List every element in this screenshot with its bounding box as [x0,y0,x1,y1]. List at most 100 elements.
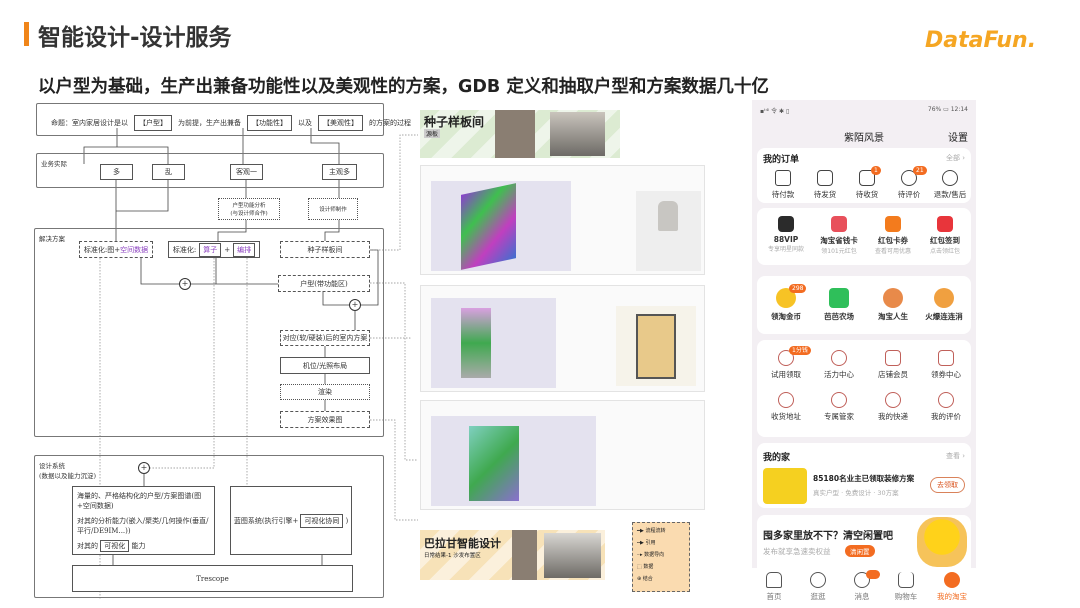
orders-all-link[interactable]: 全部 › [945,154,965,162]
group-label: 业务实际 [41,160,67,168]
label: 店铺会员 [878,370,908,379]
service-vitality[interactable]: 活力中心 [814,350,864,380]
avatar-icon [883,288,903,308]
premise-prefix: 命题：室内家居设计是以 [51,119,128,127]
tab-messages[interactable]: 消息 [840,570,884,602]
home-more-link[interactable]: 查看 › [945,452,965,460]
my-home-card: 我的家 查看 › 85180名业主已领取装修方案 真实户型 · 免费设计 · 3… [757,443,971,508]
seed-title: 种子样板间 [424,115,485,129]
text: + [224,245,231,254]
node-camera-lighting: 机位/光照布局 [280,357,370,374]
seed-tag: 源板 [424,129,441,138]
seed-room-card: 种子样板间 源板 [420,110,620,158]
order-refund[interactable]: 退款/售后 [929,170,971,200]
idle-desc: 发布就享急速卖权益 [763,547,831,556]
title: 红包签到 [930,236,960,245]
status-icons: ▪ᵗ⁴ˡ 令 ✱ ▯ [760,108,790,115]
node-seed-room: 种子样板间 [280,241,370,258]
promo-badge: 1分钱 [789,346,811,355]
room-photo [550,112,605,156]
game-farm[interactable]: 芭芭农场 [813,288,865,322]
design-system-group: 设计系统 (数据以及能力沉淀) [34,455,384,598]
tab-home[interactable]: 首页 [752,572,796,602]
location-icon [778,392,794,408]
tab-my-taobao[interactable]: 我的淘宝 [928,572,976,602]
barragan-title: 巴拉甘智能设计 [424,537,501,550]
title: 淘宝省钱卡 [820,236,858,245]
service-butler[interactable]: 专属管家 [814,392,864,422]
service-membership[interactable]: 店铺会员 [868,350,918,380]
orchestration-tag: 编排 [233,242,256,257]
settings-button[interactable]: 设置 [948,133,968,144]
legend-label: 流程流转 [645,528,666,534]
label: 待发货 [813,190,837,199]
label: 待付款 [771,190,795,199]
text: 标准化:图+ [83,245,121,254]
order-to-review[interactable]: 待评价 21 [889,166,929,200]
delivery-icon [885,392,901,408]
text: 能力 [131,542,146,550]
highlight: 空间数据 [120,245,149,254]
label: 待评价 [897,190,921,199]
truck-icon [859,170,875,186]
order-pending-payment[interactable]: 待付款 [763,170,803,200]
business-group: 业务实际 [36,153,384,188]
label: 火爆连连消 [925,312,963,321]
idle-title: 囤多家里放不下？清空闲置吧 [763,531,893,542]
service-address[interactable]: 收货地址 [761,392,811,422]
premise-text: 为前提，生产出兼备 [178,119,241,127]
service-reviews[interactable]: 我的评价 [921,392,971,422]
taobao-phone-screen: ▪ᵗ⁴ˡ 令 ✱ ▯ 76% ▭ 12:14 紫陌风景 设置 我的订单 全部 ›… [752,100,976,605]
orders-title: 我的订单 [763,155,800,165]
tab-browse[interactable]: 逛逛 [796,572,840,602]
bottom-tab-bar: 首页 逛逛 消息 购物车 我的淘宝 [752,568,976,605]
game-match[interactable]: 火爆连连消 [917,288,971,322]
service-coupons[interactable]: 领券中心 [921,350,971,380]
label: 逛逛 [810,592,826,601]
claim-button[interactable]: 去领取 [930,477,965,493]
trescope-box: Trescope [72,565,353,592]
home-icon [766,572,782,588]
refund-icon [942,170,958,186]
promo-saving-card[interactable]: 淘宝省钱卡领101元红包 [813,216,865,255]
group-label: 设计系统 (数据以及能力沉淀) [39,462,97,480]
home-desc: 真实户型 · 免费设计 · 30方案 [813,489,899,497]
text: ) [345,516,349,525]
barragan-tag: 日常结果-1 沙发布置区 [424,553,481,559]
premise-box: 命题：室内家居设计是以 【户型】 为前提，生产出兼备 【功能性】 以及 【美观性… [36,103,411,136]
order-to-ship[interactable]: 待发货 [805,170,845,200]
headset-icon [831,392,847,408]
cart-icon [898,572,914,588]
star-icon [831,350,847,366]
game-life[interactable]: 淘宝人生 [867,288,919,322]
note-designer: 设计师制作 [308,198,358,220]
red-packet-icon [937,216,953,232]
title: 红包卡券 [878,236,908,245]
label: 淘宝人生 [878,312,908,321]
trial-icon [778,350,794,366]
coin-badge: 298 [789,284,807,293]
mascot-image [917,517,967,567]
premise-function-tag: 【功能性】 [247,115,292,131]
promo-checkin[interactable]: 红包签到点击领红包 [919,216,971,255]
legend-item: ⬚ 数据 [637,564,654,570]
service-delivery[interactable]: 我的快递 [868,392,918,422]
status-battery-time: 76% ▭ 12:14 [927,106,968,113]
join-icon: + [349,299,361,311]
idle-button[interactable]: 清闲置 [845,545,875,557]
text: 对其的分析能力(嵌入/聚类/几何操作(垂直/平行/DE9IM...)) [77,517,209,535]
text: 对其的 [77,542,98,550]
text: 蓝图系统(执行引擎+ [233,516,299,525]
legend-item: ⊕ 结合 [637,576,653,582]
count-badge: 21 [913,166,927,175]
scheme-screenshot [420,400,705,510]
promo-coupons[interactable]: 红包卡券查看可用优惠 [867,216,919,255]
tab-cart[interactable]: 购物车 [884,572,928,602]
legend-label: 引用 [645,540,656,546]
